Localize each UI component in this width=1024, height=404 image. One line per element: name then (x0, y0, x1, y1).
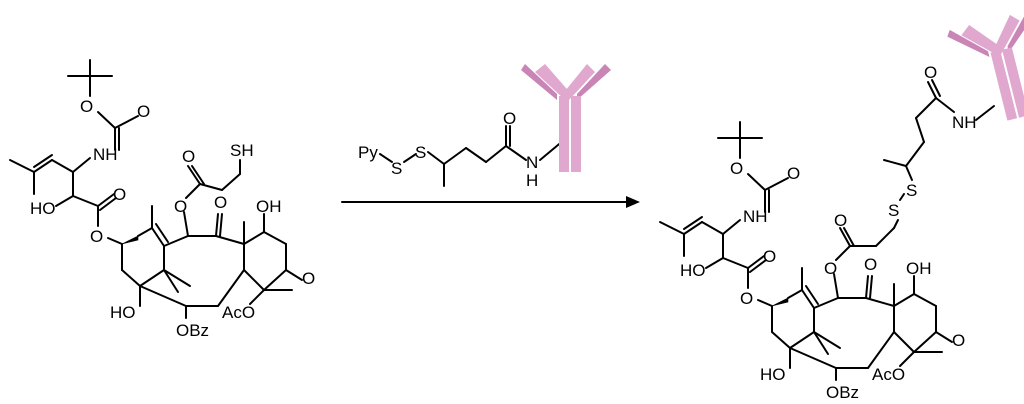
product-carbamate-nh-label: NH (743, 207, 768, 226)
pyridyl-label: Py (358, 143, 378, 162)
product-disulfide-s1-label: S (888, 201, 899, 220)
product-oxetane-oxygen-label: O (952, 331, 965, 350)
side-chain-hydroxyl-label: HO (30, 199, 56, 218)
product-taxane-core (771, 267, 953, 381)
product-antibody-stem-left (990, 50, 1018, 121)
amide-h-label: H (526, 171, 538, 190)
antibody-left-arm-light (535, 64, 573, 100)
product-antibody-right-arm (1007, 10, 1024, 53)
antibody-left-arm (521, 64, 557, 100)
product-disulfide-s2-label: S (906, 181, 917, 200)
product-benzoate-label: OBz (826, 383, 859, 402)
reactant-molecule: O O NH HO O O (9, 59, 315, 340)
antibody-icon (521, 64, 611, 172)
reaction-arrow (341, 196, 640, 208)
antibody-right-arm (577, 64, 611, 100)
linker-ester-oxygen-label: O (174, 197, 187, 216)
amide-carbonyl-oxygen-label: O (503, 109, 516, 128)
amide-n-label: N (526, 153, 538, 172)
product-antibody-icon (947, 10, 1024, 121)
product-antibody-left-arm-light (961, 25, 1005, 56)
product-antibody-stem-right (1002, 47, 1024, 118)
product-linker-carbonyl-oxygen-label: O (834, 211, 847, 230)
top-hydroxyl-label: OH (256, 197, 282, 216)
product-amide-nh-label: NH (952, 113, 977, 132)
side-ester-carbonyl-oxygen-label: O (113, 185, 126, 204)
product-molecule: O O NH HO O O (659, 63, 995, 402)
antibody-right-arm-light (561, 64, 595, 100)
product-amide-carbonyl-oxygen-label: O (924, 63, 937, 82)
ketone-oxygen-label: O (214, 193, 227, 212)
antibody-stem-left (559, 96, 569, 172)
product-side-ester-carbonyl-oxygen-label: O (763, 247, 776, 266)
product-antibody-right-arm-light (992, 14, 1020, 55)
thiol-linker: O O SH (174, 141, 254, 216)
product-disulfide-linker: O O S S O NH (824, 63, 995, 278)
reagent-molecule: Py S S O N H (358, 109, 565, 190)
boc-oxygen-label: O (80, 97, 93, 116)
product-linker-ester-oxygen-label: O (824, 259, 837, 278)
product-side-ester-oxygen-label: O (740, 289, 753, 308)
product-boc-carbonyl-oxygen-label: O (787, 164, 800, 183)
benzoate-label: OBz (176, 321, 209, 340)
tert-butyl-group (67, 59, 113, 97)
boc-carbonyl-oxygen-label: O (137, 102, 150, 121)
thiol-label: SH (230, 141, 254, 160)
product-ketone-oxygen-label: O (864, 255, 877, 274)
oxetane-oxygen-label: O (302, 269, 315, 288)
disulfide-s2-label: S (415, 143, 426, 162)
carbamate-nh-label: NH (93, 145, 118, 164)
product-acetate-label: AcO (872, 365, 905, 384)
product-tert-butyl-group (717, 121, 763, 159)
product-side-chain-hydroxyl-label: HO (680, 261, 706, 280)
taxane-core (121, 205, 303, 319)
product-boc-oxygen-label: O (730, 159, 743, 178)
product-bottom-hydroxyl-label: HO (760, 365, 786, 384)
product-top-hydroxyl-label: OH (906, 259, 932, 278)
disulfide-s1-label: S (391, 159, 402, 178)
antibody-stem-right (571, 96, 581, 172)
product-antibody-left-arm (947, 29, 990, 58)
acetate-label: AcO (222, 303, 255, 322)
side-ester-oxygen-label: O (90, 227, 103, 246)
bottom-hydroxyl-label: HO (110, 303, 136, 322)
linker-carbonyl-oxygen-label: O (182, 147, 195, 166)
